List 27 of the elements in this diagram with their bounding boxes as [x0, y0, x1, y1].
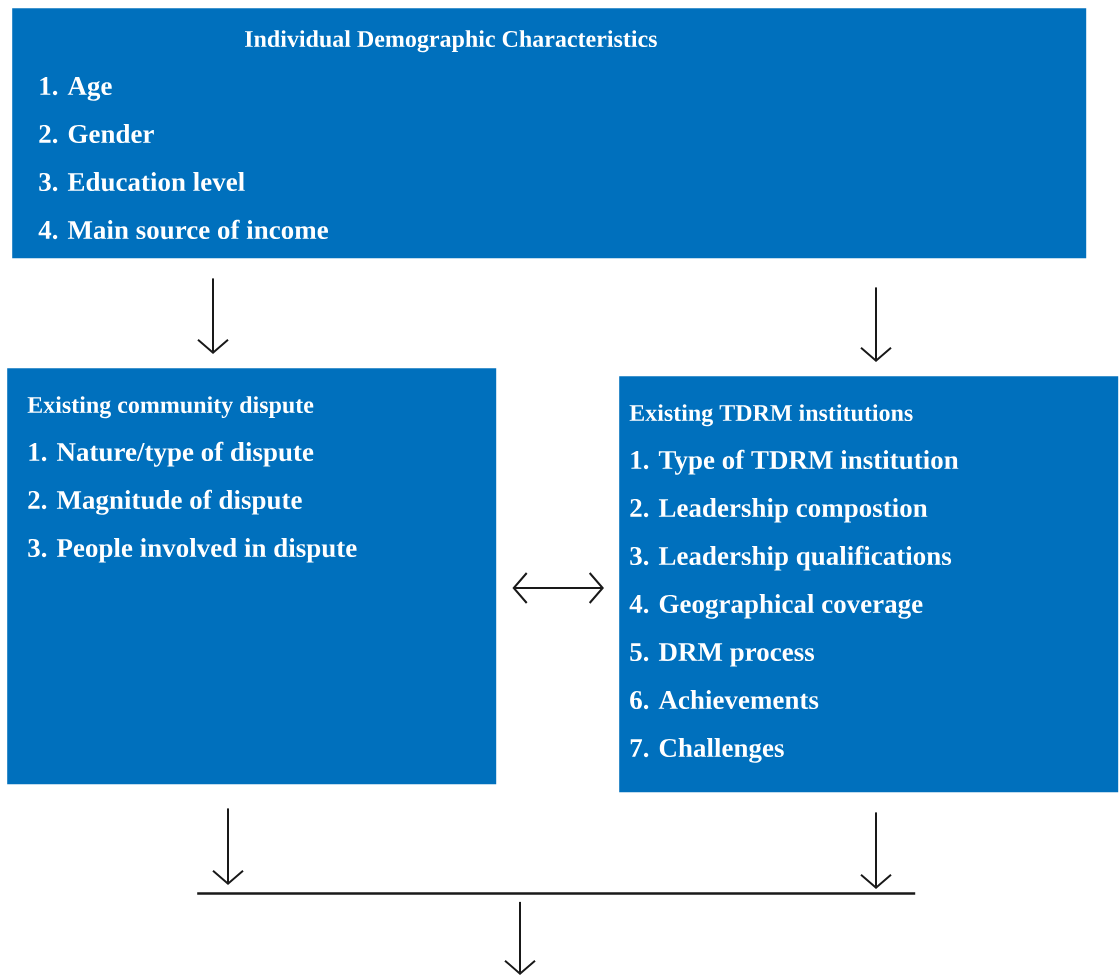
- list-item: 3. People involved in dispute: [28, 538, 357, 563]
- list-item: 7. Challenges: [630, 738, 784, 763]
- arrow: [197, 277, 229, 354]
- box-heading: Individual Demographic Characteristics: [245, 30, 657, 53]
- list-item: 1. Nature/type of dispute: [29, 441, 314, 467]
- list-item: 6. Achievements: [630, 690, 819, 710]
- list-box: [7, 368, 497, 785]
- arrow: [860, 811, 892, 889]
- list-item: 3. Education level: [39, 172, 245, 192]
- list-item: 1. Type of TDRM institution: [631, 449, 959, 475]
- list-box: [12, 8, 1087, 259]
- box-heading: Existing TDRM institutions: [629, 404, 913, 427]
- list-item: 5. DRM process: [630, 643, 815, 667]
- arrow: [512, 572, 604, 604]
- merge-line: [197, 892, 916, 895]
- list-item: 3. Leadership qualifications: [630, 545, 952, 571]
- list-item: 1. Age: [40, 77, 112, 101]
- list-item: 2. Gender: [39, 124, 154, 144]
- list-box: [619, 376, 1119, 793]
- arrow: [504, 900, 536, 975]
- arrow: [212, 807, 244, 885]
- list-item: 2. Leadership compostion: [630, 498, 928, 523]
- list-item: 4. Main source of income: [38, 219, 328, 240]
- list-item: 2. Magnitude of dispute: [28, 489, 302, 515]
- box-heading: Existing community dispute: [27, 396, 314, 419]
- arrow: [860, 286, 892, 362]
- list-item: 4. Geographical coverage: [629, 594, 923, 619]
